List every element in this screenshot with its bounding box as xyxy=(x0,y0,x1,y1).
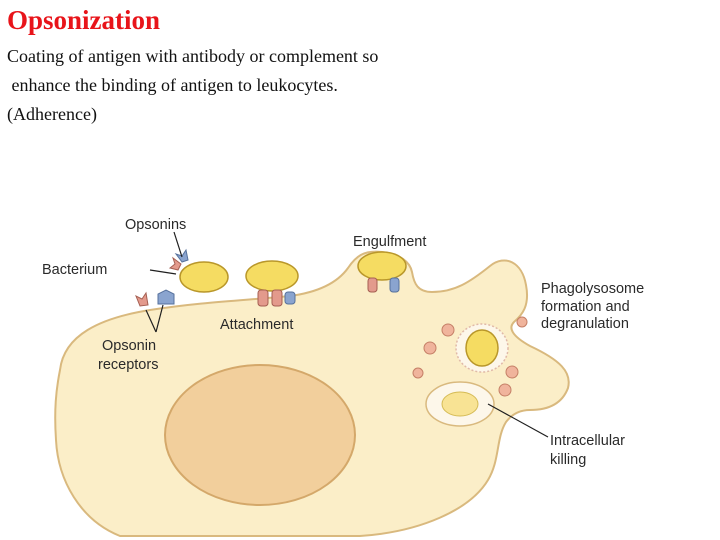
granules xyxy=(412,316,528,397)
label-opsonin-receptors-line-2: receptors xyxy=(98,357,158,373)
attached-bacterium xyxy=(245,260,299,307)
description-line-2: enhance the binding of antigen to leukoc… xyxy=(7,75,338,95)
label-opsonin-receptors-line-1: Opsonin xyxy=(102,338,156,354)
label-engulfment: Engulfment xyxy=(353,234,426,250)
killing-vacuole xyxy=(425,381,495,427)
label-attachment: Attachment xyxy=(220,317,293,333)
phagolysosome xyxy=(455,323,509,373)
label-phagolysosome-line-1: Phagolysosome xyxy=(541,281,644,297)
description-line-1: Coating of antigen with antibody or comp… xyxy=(7,46,379,66)
label-intracellular-killing-line-1: Intracellular xyxy=(550,433,625,449)
label-phagolysosome-line-3: degranulation xyxy=(541,316,629,332)
opsonization-diagram: Opsonins Bacterium Opsonin receptors Att… xyxy=(42,217,644,537)
engulfed-bacterium xyxy=(357,251,407,293)
slide-description: Coating of antigen with antibody or comp… xyxy=(7,42,527,129)
label-intracellular-killing-line-2: killing xyxy=(550,452,586,468)
label-pointers xyxy=(145,231,549,438)
label-opsonins: Opsonins xyxy=(125,217,186,233)
slide-title: Opsonization xyxy=(7,5,161,35)
opsonin-receptor-pair xyxy=(135,289,175,307)
opsonized-bacterium xyxy=(168,248,229,293)
description-line-3: (Adherence) xyxy=(7,104,97,124)
label-bacterium: Bacterium xyxy=(42,262,107,278)
nucleus xyxy=(164,364,356,506)
label-phagolysosome-line-2: formation and xyxy=(541,299,630,315)
